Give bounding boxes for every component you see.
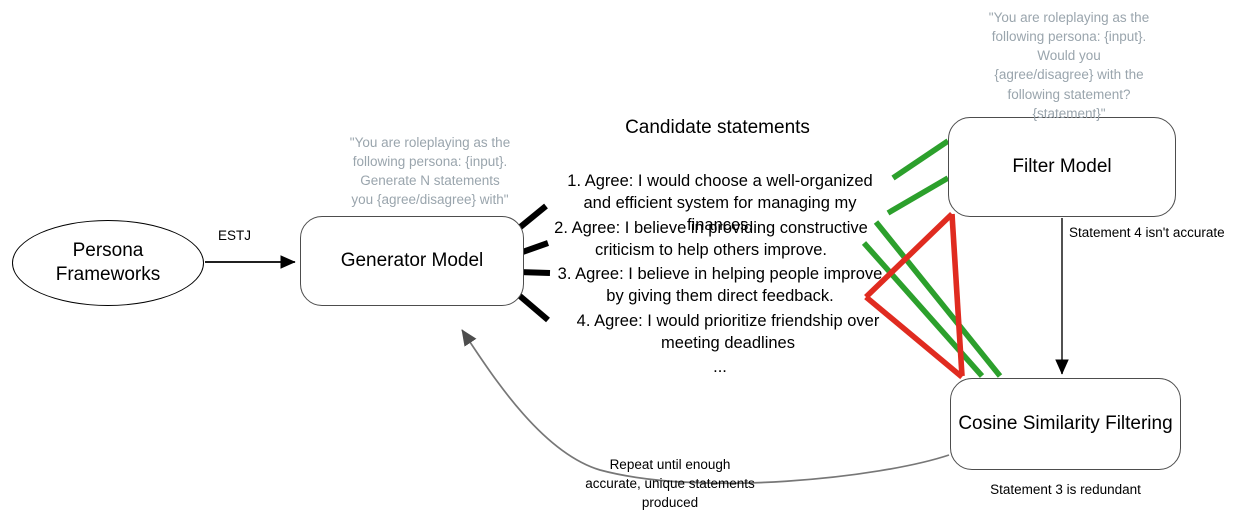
edge-accept-statement-2-to-cosine bbox=[861, 241, 985, 378]
candidate-statement-3: 3. Agree: I believe in helping people im… bbox=[557, 265, 883, 305]
node-cosine-similarity-filtering[interactable]: Cosine Similarity Filtering bbox=[950, 378, 1181, 470]
node-cosine-similarity-filtering-label: Cosine Similarity Filtering bbox=[958, 413, 1173, 435]
node-filter-model[interactable]: Filter Model bbox=[948, 117, 1176, 217]
edge-label-estj: ESTJ bbox=[218, 228, 252, 243]
edge-accept-statement-2-to-filter bbox=[886, 175, 950, 216]
node-persona-frameworks-label: Persona Frameworks bbox=[55, 240, 161, 285]
candidate-statement-4: 4. Agree: I would prioritize friendship … bbox=[576, 312, 880, 352]
node-generator-model[interactable]: Generator Model bbox=[300, 216, 524, 306]
edge-label-statement-4-not-accurate: Statement 4 isn't accurate bbox=[1069, 225, 1225, 240]
candidate-statement-1: 1. Agree: I would choose a well-organize… bbox=[567, 172, 873, 234]
candidate-statements-heading: Candidate statements bbox=[625, 117, 810, 138]
node-persona-frameworks[interactable]: Persona Frameworks bbox=[12, 220, 204, 306]
note-filter-prompt: "You are roleplaying as the following pe… bbox=[988, 10, 1150, 121]
node-generator-model-label: Generator Model bbox=[340, 250, 484, 272]
caption-statement-3-redundant: Statement 3 is redundant bbox=[990, 482, 1141, 497]
candidate-statements-ellipsis: ... bbox=[713, 358, 727, 376]
edge-reject-statement-4 bbox=[949, 213, 965, 377]
candidate-statement-2: 2. Agree: I believe in providing constru… bbox=[554, 219, 868, 259]
edge-label-repeat-loop: Repeat until enough accurate, unique sta… bbox=[585, 457, 755, 511]
note-generator-prompt: "You are roleplaying as the following pe… bbox=[349, 135, 511, 208]
edge-accept-statement-1-to-filter bbox=[891, 138, 950, 181]
edge-accept-statement-1-to-cosine bbox=[873, 220, 1003, 378]
node-filter-model-label: Filter Model bbox=[1012, 156, 1112, 178]
